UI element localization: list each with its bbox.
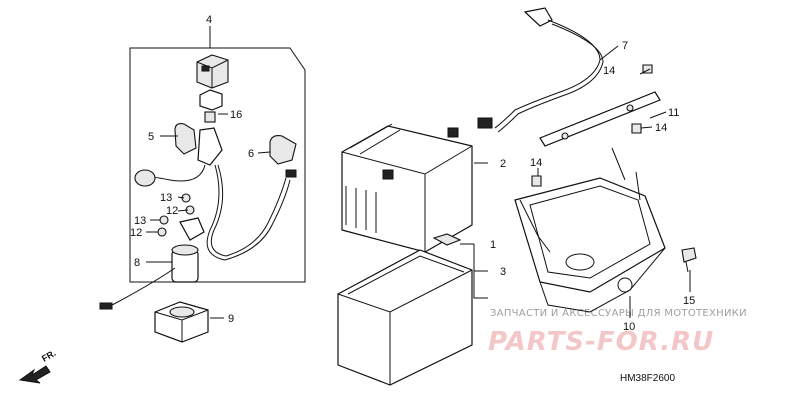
negative-battery-cable <box>477 7 604 133</box>
watermark-caption: ЗАПЧАСТИ И АКСЕССУАРЫ ДЛЯ МОТОТЕХНИКИ <box>490 308 747 319</box>
callout-4: 4 <box>206 14 212 26</box>
starter-relay <box>199 89 223 123</box>
callout-13-b: 13 <box>134 215 146 227</box>
bolts-nuts <box>157 193 195 237</box>
bolt-15 <box>681 247 697 273</box>
callout-7: 7 <box>622 40 628 52</box>
callout-5: 5 <box>148 131 154 143</box>
callout-9: 9 <box>228 313 234 325</box>
front-direction-label: FR. <box>40 348 58 364</box>
callout-10: 10 <box>623 321 635 333</box>
callout-3: 3 <box>500 266 506 278</box>
callout-12-a: 12 <box>166 205 178 217</box>
relay-rubber-mount <box>154 301 209 343</box>
callout-16: 16 <box>230 109 242 121</box>
terminal-cover-6 <box>269 135 297 165</box>
terminal-cover-5 <box>174 123 197 155</box>
callout-14-b: 14 <box>655 122 667 134</box>
starter-solenoid <box>99 217 205 310</box>
callout-2: 2 <box>500 158 506 170</box>
callout-numbers: 4 5 6 16 13 12 13 12 8 9 7 14 11 14 14 2… <box>130 14 695 333</box>
watermark: ЗАПЧАСТИ И АКСЕССУАРЫ ДЛЯ МОТОТЕХНИКИ PA… <box>488 308 747 357</box>
leader-lines <box>146 26 691 319</box>
battery-wire-harness <box>134 127 297 261</box>
watermark-logo: PARTS-FOR.RU <box>488 327 714 357</box>
callout-1: 1 <box>490 239 496 251</box>
callout-12-b: 12 <box>130 227 142 239</box>
front-direction-arrow: FR. <box>18 348 58 384</box>
battery-case <box>337 249 473 386</box>
battery <box>341 123 473 253</box>
callout-6: 6 <box>248 148 254 160</box>
callout-15: 15 <box>683 295 695 307</box>
callout-11: 11 <box>668 107 679 119</box>
callout-13-a: 13 <box>160 192 172 204</box>
battery-box <box>514 147 666 313</box>
callout-14-c: 14 <box>530 157 542 169</box>
battery-terminal-pad <box>432 233 462 246</box>
bolts-14 <box>531 64 653 187</box>
callout-8: 8 <box>134 257 140 269</box>
item-4-group-bracket <box>129 30 306 283</box>
diagram-code: HM38F2600 <box>620 373 675 384</box>
relay-cover <box>196 54 229 89</box>
callout-14-a: 14 <box>603 65 615 77</box>
battery-holding-plate <box>539 91 661 147</box>
